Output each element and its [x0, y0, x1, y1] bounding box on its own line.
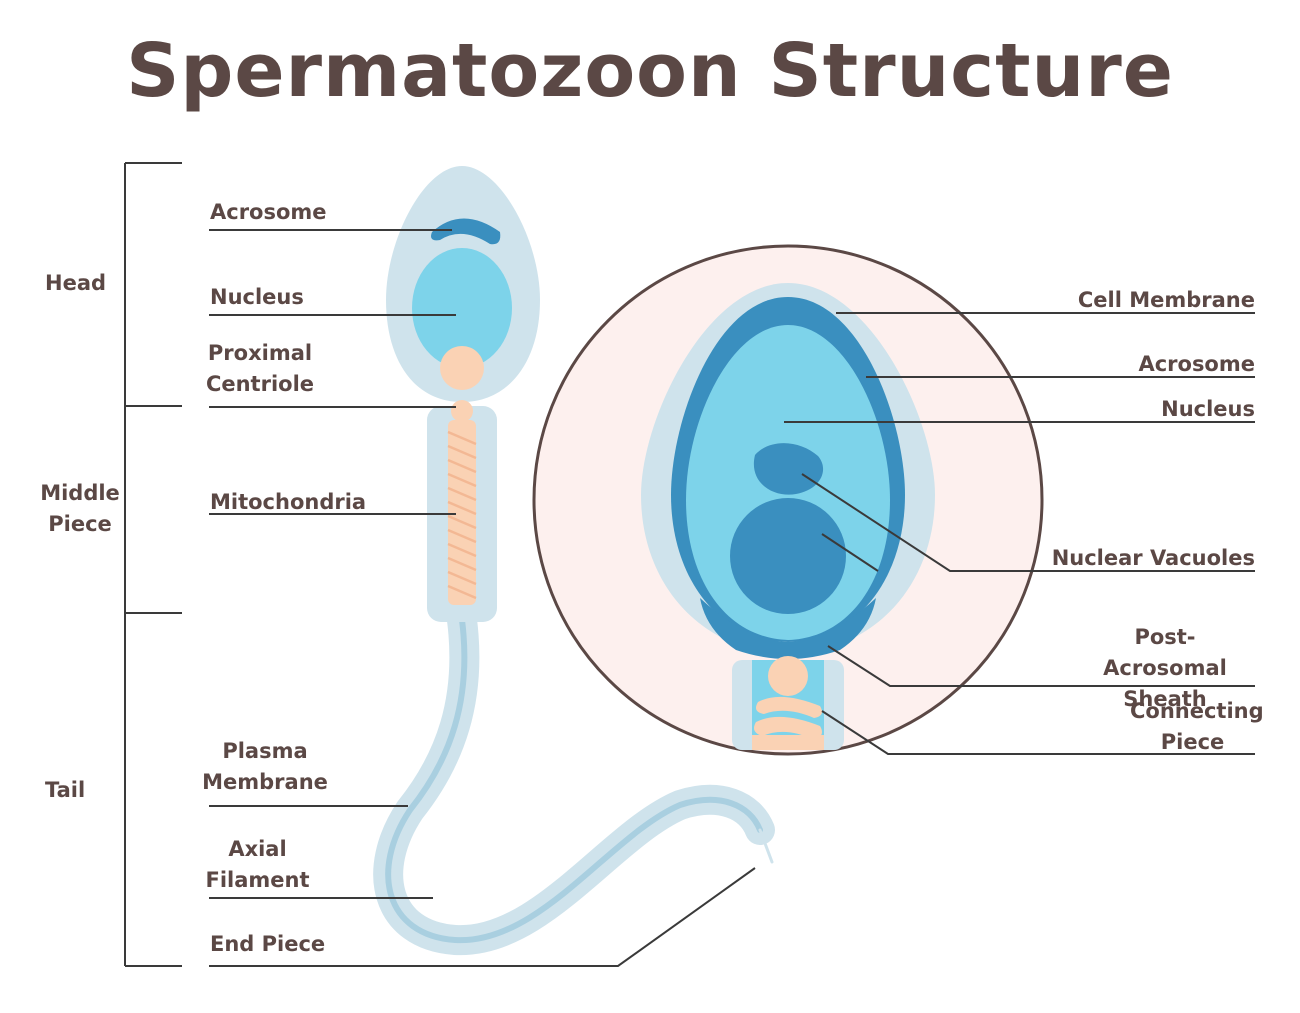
right-leader-lines — [784, 312, 1255, 755]
label-plasma-membrane: Plasma Membrane — [202, 739, 328, 794]
label-acrosome-left: Acrosome — [210, 200, 327, 224]
sperm-tail — [373, 605, 775, 956]
section-bracket — [124, 162, 182, 967]
sperm-head — [386, 166, 540, 422]
sperm-middle-piece — [427, 406, 497, 622]
section-label-head: Head — [45, 271, 107, 295]
magnified-view — [532, 244, 1044, 756]
label-connecting-piece: Connecting Piece — [1130, 699, 1264, 754]
label-post-acrosomal-sheath: Post-Acrosomal Sheath — [1103, 625, 1227, 711]
label-mitochondria: Mitochondria — [210, 490, 367, 514]
section-label-middle-piece: Middle Piece — [40, 481, 120, 536]
label-cell-membrane: Cell Membrane — [1077, 288, 1255, 312]
label-nucleus-left: Nucleus — [210, 285, 304, 309]
label-nuclear-vacuoles: Nuclear Vacuoles — [1051, 546, 1255, 570]
label-nucleus-right: Nucleus — [1161, 397, 1255, 421]
mitochondria-coil — [448, 420, 476, 605]
label-proximal-centriole: Proximal Centriole — [205, 341, 315, 396]
label-axial-filament: Axial Filament — [205, 837, 310, 892]
label-end-piece: End Piece — [210, 932, 326, 956]
section-label-tail: Tail — [45, 778, 86, 802]
label-acrosome-right: Acrosome — [1138, 352, 1255, 376]
left-leader-lines — [209, 229, 756, 967]
page-title: Spermatozoon Structure — [126, 28, 1174, 114]
